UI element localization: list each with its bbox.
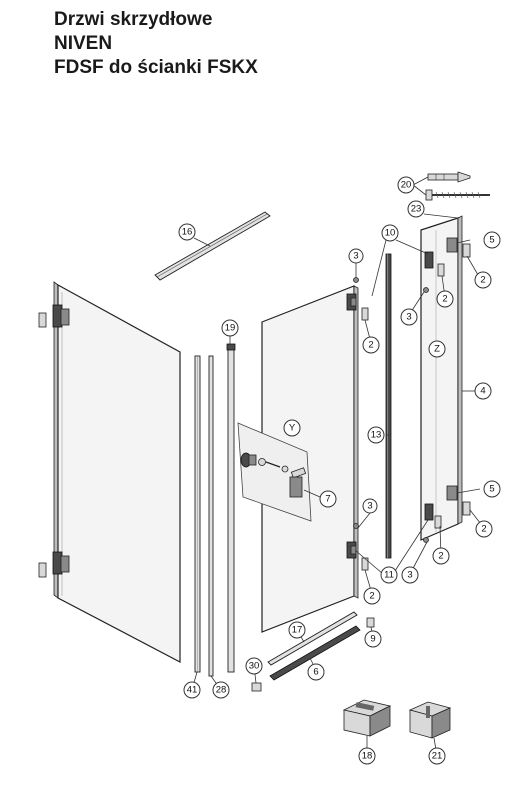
callout-2-wall-top: 2 [474,271,492,289]
svg-text:41: 41 [187,685,198,696]
left-panel-lower-hinge [38,551,70,578]
callout-11: 11 [380,566,398,584]
callout-3-wall-top: 3 [400,308,418,326]
callout-4: 4 [474,382,492,400]
detail-marker-y: Y [283,419,301,437]
svg-text:2: 2 [442,294,447,305]
svg-text:20: 20 [401,180,412,191]
svg-text:2: 2 [368,340,373,351]
svg-text:2: 2 [438,551,443,562]
callout-6: 7 [319,490,337,508]
wall-panel-upper-clamp [424,237,471,277]
door-lower-screw [353,523,359,529]
svg-text:18: 18 [362,751,373,762]
svg-text:5: 5 [489,235,494,246]
svg-text:16: 16 [182,227,193,238]
profile-19-28 [226,343,236,673]
wall-panel-lower-screw [423,537,429,543]
callout-41: 41 [183,681,201,699]
svg-text:5: 5 [489,484,494,495]
svg-text:4: 4 [480,386,485,397]
title-line-1: Drzwi skrzydłowe [54,9,213,30]
title-line-2: NIVEN [54,33,113,54]
bottom-seal-7 [269,625,361,681]
detail-marker-z: Z [428,340,446,358]
svg-text:3: 3 [406,312,411,323]
callout-3-door-bottom: 3 [362,498,378,514]
left-glass-panel [53,281,181,663]
top-bar-16 [154,211,271,281]
svg-text:30: 30 [249,661,260,672]
callout-16: 16 [178,223,196,241]
svg-text:3: 3 [407,570,412,581]
left-panel-upper-hinge [38,304,70,328]
callout-5-top: 5 [483,231,501,249]
callout-2-wall-inner-bottom: 2 [432,547,450,565]
detail-marker-z-text: Z [434,344,440,355]
callout-21: 21 [428,747,446,765]
svg-text:2: 2 [369,591,374,602]
svg-text:19: 19 [225,323,236,334]
callout-2-wall-bottom: 2 [475,520,493,538]
screw-23 [425,189,490,201]
profile-41 [194,355,201,673]
callout-10: 10 [381,224,399,242]
svg-text:11: 11 [384,570,394,581]
end-cap-30 [251,682,262,692]
svg-text:3: 3 [367,501,372,512]
callout-18: 18 [358,747,376,765]
cover-cap-18 [342,699,392,737]
svg-text:17: 17 [292,625,303,636]
callout-17: 17 [288,621,306,639]
callout-2-door-bottom: 2 [363,587,381,605]
callout-2-wall-inner-top: 2 [436,290,454,308]
seal-profile-13 [385,253,392,559]
bottom-seal-17 [267,611,358,666]
wall-plug-20 [427,171,471,183]
svg-text:6: 6 [313,667,318,678]
callout-2-door-top: 2 [362,336,380,354]
svg-text:2: 2 [481,524,486,535]
svg-text:2: 2 [480,275,485,286]
callout-3-wall-bottom: 3 [401,566,419,584]
handle-detail-y [237,422,312,522]
svg-text:28: 28 [216,685,227,696]
callout-23: 23 [407,200,425,218]
title-line-3: FDSF do ścianki FSKX [54,57,258,78]
svg-text:3: 3 [353,251,358,262]
profile-magnetic-seal [208,355,214,677]
stopper-9 [366,617,375,628]
svg-text:21: 21 [432,751,443,762]
callout-13: 13 [367,426,385,444]
part-callouts: 16 3 10 5 2 2 3 2 19 4 13 7 3 5 2 2 11 3… [178,176,501,765]
callout-30: 30 [245,657,263,675]
svg-text:7: 7 [325,494,330,505]
callout-20: 20 [397,176,415,194]
cover-cap-21 [408,701,452,739]
door-upper-screw [353,277,359,283]
svg-text:13: 13 [371,430,382,441]
diagram-title: Drzwi skrzydłowe NIVEN FDSF do ścianki F… [54,8,258,80]
svg-text:10: 10 [385,228,396,239]
svg-text:9: 9 [370,634,375,645]
svg-text:23: 23 [411,204,422,215]
door-glass-panel [261,285,359,633]
callout-28: 28 [212,681,230,699]
wall-panel-lower-clamp [424,485,471,529]
door-lower-hinge [346,541,369,571]
callout-19: 19 [221,319,239,337]
callout-3-top: 3 [348,248,364,264]
callout-7: 6 [307,663,325,681]
callout-9: 9 [364,630,382,648]
wall-panel-upper-screw [423,287,429,293]
callout-5-bottom: 5 [483,480,501,498]
detail-marker-y-text: Y [289,423,296,434]
